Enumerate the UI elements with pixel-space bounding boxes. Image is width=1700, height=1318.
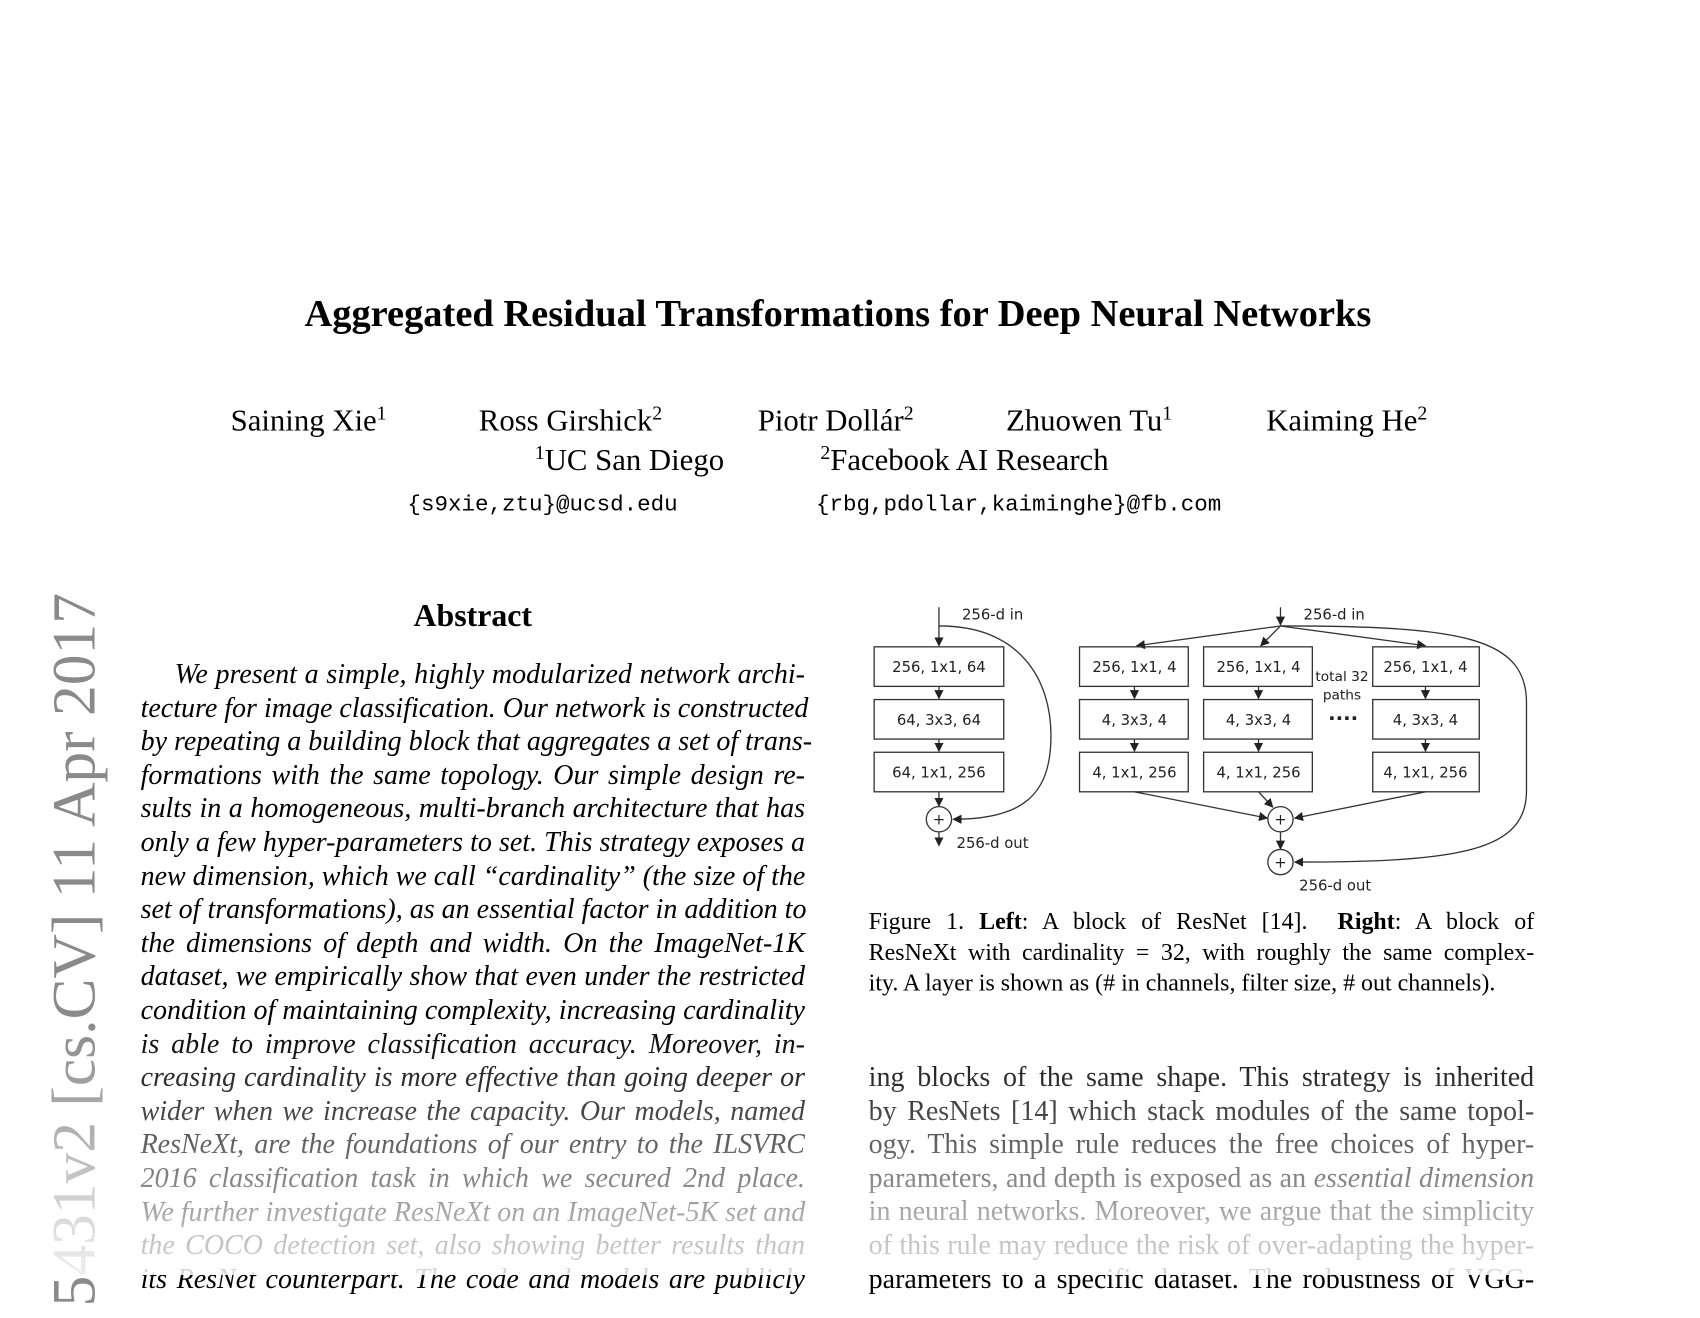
text-line: parameters, and depth is exposed as an e… [869, 1162, 1535, 1196]
plus-sign: + [1274, 855, 1286, 872]
layer-label: 4, 3x3, 4 [1102, 712, 1167, 729]
abstract-line: We present a simple, highly modularized … [174, 657, 805, 690]
text-line: in neural networks. Moreover, we argue t… [868, 1195, 1535, 1228]
figure-caption: Figure 1. Left: A block of ResNet [14]. … [869, 906, 1535, 998]
abstract-line: its ResNet counterpart. The code and mod… [140, 1262, 805, 1295]
caption-line: Figure 1. Left: A block of ResNet [14]. … [869, 906, 1535, 937]
abstract-line: 2016 classification task in which we sec… [140, 1161, 805, 1194]
ellipsis: ···· [1328, 707, 1358, 730]
abstract-body: We present a simple, highly modularized … [140, 657, 813, 1296]
emphasis: essential dimension [1313, 1161, 1535, 1194]
affiliation-sup: 2 [820, 441, 831, 464]
author-name: Ross Girshick [478, 404, 653, 439]
abstract-line: only a few hyper-parameters to set. This… [140, 825, 805, 858]
author: Piotr Dollár2 [757, 401, 914, 439]
author-name: Piotr Dollár [757, 404, 904, 439]
shortcut-connection [938, 625, 1052, 824]
caption-text: : A block of ResNet [14]. [1021, 908, 1308, 935]
abstract-line: new dimension, which we call “cardinalit… [140, 859, 806, 892]
layer-label: 4, 1x1, 256 [1092, 765, 1176, 782]
author: Kaiming He2 [1266, 401, 1428, 439]
author-sup: 1 [376, 401, 387, 424]
layer-label: 4, 1x1, 256 [1383, 765, 1467, 782]
author-name: Kaiming He [1266, 404, 1418, 439]
author-sup: 2 [652, 401, 663, 424]
plus-sign: + [933, 812, 945, 829]
abstract-line: set of transformations), as an essential… [140, 893, 807, 925]
email: {s9xie,ztu}@ucsd.edu [407, 493, 678, 519]
paths-note: paths [1323, 688, 1361, 704]
abstract-line: tecture for image classification. Our ne… [140, 691, 809, 724]
body-text-right-column: ing blocks of the same shape. This strat… [869, 1061, 1535, 1296]
abstract-line: We further investigate ResNeXt on an Ima… [140, 1195, 806, 1228]
layer-label: 4, 1x1, 256 [1216, 765, 1300, 782]
caption-text: : A block of [1394, 908, 1535, 935]
abstract-line: formations with the same topology. Our s… [140, 758, 805, 791]
text-span: parameters, and depth is exposed as an [868, 1161, 1314, 1194]
affiliation-name: Facebook AI Research [830, 443, 1109, 478]
arxiv-stamp: 5431v2 [cs.CV] 11 Apr 2017 [40, 593, 109, 1307]
abstract-line: ResNeXt, are the foundations of our entr… [140, 1128, 805, 1161]
author-sup: 2 [1417, 401, 1428, 424]
author-sup: 1 [1162, 401, 1173, 424]
output-label: 256-d out [957, 835, 1029, 852]
abstract-line: condition of maintaining complexity, inc… [140, 993, 805, 1026]
email: {rbg,pdollar,kaiminghe}@fb.com [815, 493, 1222, 519]
layer-label: 256, 1x1, 4 [1383, 659, 1467, 676]
abstract-line: creasing cardinality is more effective t… [140, 1060, 805, 1093]
affiliation-sup: 1 [534, 441, 545, 464]
text-line: ing blocks of the same shape. This strat… [868, 1060, 1535, 1093]
text-line: of this rule may reduce the risk of over… [868, 1228, 1535, 1261]
layer-label: 256, 1x1, 4 [1092, 659, 1176, 676]
abstract-line: wider when we increase the capacity. Our… [140, 1094, 805, 1127]
paper-page: 5431v2 [cs.CV] 11 Apr 2017 Aggregated Re… [0, 292, 1700, 1306]
author: Saining Xie1 [230, 401, 387, 439]
figure-1-diagram: 256-d in 256, 1x1, 64 64, 3x3, 64 64, 1x… [873, 606, 1528, 895]
abstract-heading: Abstract [413, 598, 533, 634]
layer-label: 4, 3x3, 4 [1393, 712, 1458, 729]
author-name: Zhuowen Tu [1005, 404, 1163, 439]
paper-title: Aggregated Residual Transformations for … [304, 292, 1372, 335]
abstract-line: sults in a homogeneous, multi-branch arc… [140, 792, 805, 825]
abstract-line: the COCO detection set, also showing bet… [140, 1228, 805, 1261]
abstract-line: is able to improve classification accura… [140, 1027, 805, 1060]
plus-sign: + [1274, 812, 1286, 829]
layer-label: 4, 3x3, 4 [1226, 712, 1291, 729]
affiliation-name: UC San Diego [544, 443, 725, 478]
layer-label: 64, 1x1, 256 [892, 765, 986, 782]
abstract-line: dataset, we empirically show that even u… [140, 960, 805, 993]
text-line: parameters to a specific dataset. The ro… [868, 1262, 1535, 1295]
abstract-line: by repeating a building block that aggre… [140, 725, 813, 757]
caption-bold: Left [979, 908, 1022, 935]
caption-bold: Right [1337, 908, 1395, 935]
figure-label: Figure 1. [868, 908, 965, 935]
author: Ross Girshick2 [478, 401, 663, 439]
affiliation: 1UC San Diego [534, 441, 725, 479]
text-line: by ResNets [14] which stack modules of t… [868, 1094, 1535, 1127]
input-label: 256-d in [1304, 606, 1365, 623]
layer-label: 64, 3x3, 64 [897, 712, 981, 729]
sum-node [925, 805, 953, 833]
output-label: 256-d out [1299, 878, 1371, 895]
author-name: Saining Xie [230, 404, 377, 439]
layer-label: 256, 1x1, 4 [1216, 659, 1300, 676]
paths-note: total 32 [1315, 669, 1368, 685]
input-label: 256-d in [962, 606, 1023, 623]
author-sup: 2 [903, 401, 914, 424]
author: Zhuowen Tu1 [1005, 401, 1173, 439]
text-line: ogy. This simple rule reduces the free c… [868, 1128, 1535, 1160]
caption-line: ity. A layer is shown as (# in channels,… [868, 969, 1496, 997]
caption-line: ResNeXt with cardinality = 32, with roug… [868, 938, 1535, 966]
affiliation: 2Facebook AI Research [820, 441, 1109, 479]
layer-label: 256, 1x1, 64 [892, 659, 986, 676]
abstract-line: the dimensions of depth and width. On th… [140, 926, 805, 959]
